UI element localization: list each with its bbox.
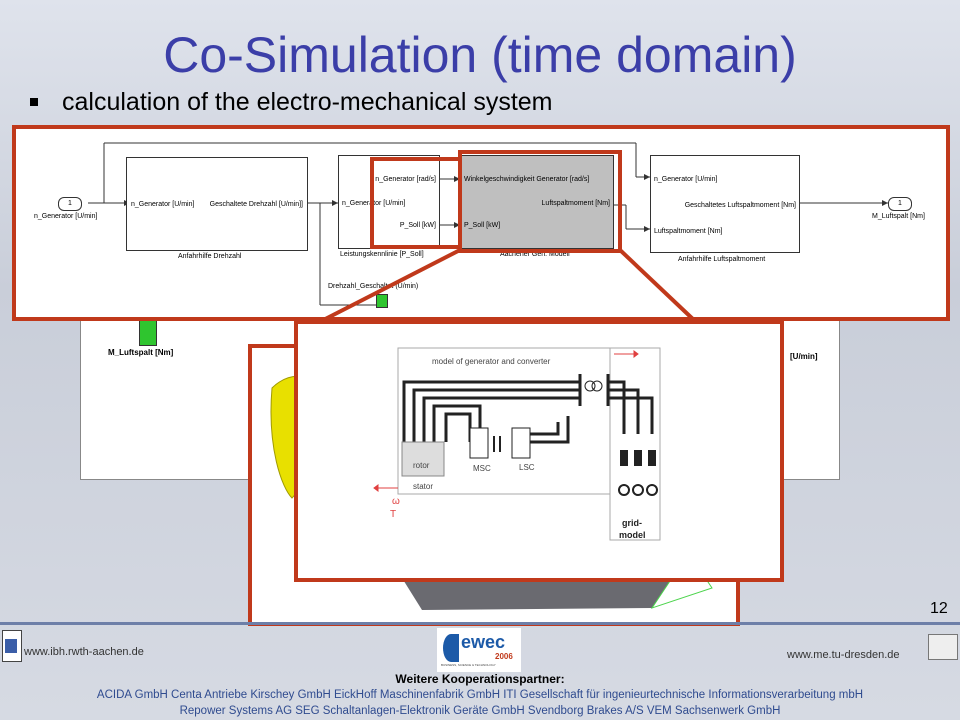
lsc-label: LSC: [519, 463, 535, 472]
block4-in2-label: Luftspaltmoment [Nm]: [654, 228, 723, 235]
grid-model-label-1: grid-: [622, 518, 642, 528]
ibh-logo-icon: [2, 630, 22, 662]
green-goto-block[interactable]: [376, 294, 388, 308]
block4-in1-label: n_Generator [U/min]: [654, 176, 718, 183]
block2-out2-label: P_Soll [kW]: [399, 222, 436, 229]
block1-name: Anfahrhilfe Drehzahl: [178, 253, 242, 260]
right-url[interactable]: www.me.tu-dresden.de: [787, 649, 900, 661]
torque-label: T: [390, 509, 397, 520]
block1-out-label: Geschaltete Drehzahl [U/min]]: [209, 201, 303, 208]
ewec-logo-sub: BUSINESS, SCIENCE & TECHNOLOGY: [441, 663, 496, 667]
partners-heading: Weitere Kooperationspartner:: [395, 672, 565, 686]
block4-name: Anfahrhilfe Luftspaltmoment: [678, 256, 766, 263]
outport-label: M_Luftspalt [Nm]: [872, 213, 925, 220]
partners-line-2: Repower Systems AG SEG Schaltanlagen-Ele…: [179, 705, 781, 717]
rotor-label: rotor: [413, 461, 430, 470]
partners-line-1: ACIDA GmbH Centa Antriebe Kirschey GmbH …: [96, 689, 864, 701]
block3-name: Aachener Gen. Modell: [500, 251, 570, 258]
stator-label: stator: [413, 482, 434, 491]
inport-block[interactable]: 1: [58, 197, 82, 211]
ewec-logo: ewec 2006 BUSINESS, SCIENCE & TECHNOLOGY: [437, 628, 521, 672]
block4-out-label: Geschaltetes Luftspaltmoment [Nm]: [684, 202, 796, 209]
block3-in1-label: Winkelgeschwindigkeit Generator [rad/s]: [464, 176, 590, 183]
simulink-wiring: [88, 142, 888, 306]
block3-in2-label: P_Soll [kW]: [464, 222, 501, 229]
block1-in-label: n_Generator [U/min]: [131, 201, 195, 208]
block2-out1-label: n_Generator [rad/s]: [375, 176, 436, 183]
highlight-frame-gen-modell: [458, 150, 622, 253]
block-aachener-gen-modell[interactable]: Winkelgeschwindigkeit Generator [rad/s] …: [460, 155, 614, 249]
ewec-logo-year: 2006: [495, 652, 513, 661]
inport-label: n_Generator [U/min]: [34, 213, 98, 220]
block2-name: Leistungskennlinie [P_Soll]: [340, 251, 424, 258]
left-url[interactable]: www.ibh.rwth-aachen.de: [24, 646, 144, 658]
block-anfahrhilfe-drehzahl[interactable]: n_Generator [U/min] Geschaltete Drehzahl…: [126, 157, 308, 251]
bullet-square-icon: [30, 98, 38, 106]
omega-label: ω: [392, 496, 400, 507]
tu-dresden-logo-icon: [928, 634, 958, 660]
bullet-text: calculation of the electro-mechanical sy…: [62, 88, 553, 116]
block-anfahrhilfe-luftspaltmoment[interactable]: n_Generator [U/min] Luftspaltmoment [Nm]…: [650, 155, 800, 253]
footer-divider: [0, 622, 960, 625]
converter-title: model of generator and converter: [432, 357, 551, 366]
ewec-logo-text: ewec: [461, 632, 506, 652]
converter-zoom-window: [294, 320, 784, 582]
msc-label: MSC: [473, 464, 491, 473]
page-number: 12: [930, 600, 948, 617]
slide-title: Co-Simulation (time domain): [163, 27, 797, 83]
partners-block: Weitere Kooperationspartner: ACIDA GmbH …: [0, 671, 960, 719]
block3-out-label: Luftspaltmoment [Nm]: [541, 200, 610, 207]
outport-block[interactable]: 1: [888, 197, 912, 211]
under-label-right: [U/min]: [790, 352, 818, 361]
drehzahl-geschaltet-label: Drehzahl_Geschaltet (U/min): [328, 283, 419, 290]
under-label-left: M_Luftspalt [Nm]: [108, 348, 174, 357]
grid-model-label-2: model: [619, 530, 646, 540]
converter-schematic: [373, 347, 661, 541]
